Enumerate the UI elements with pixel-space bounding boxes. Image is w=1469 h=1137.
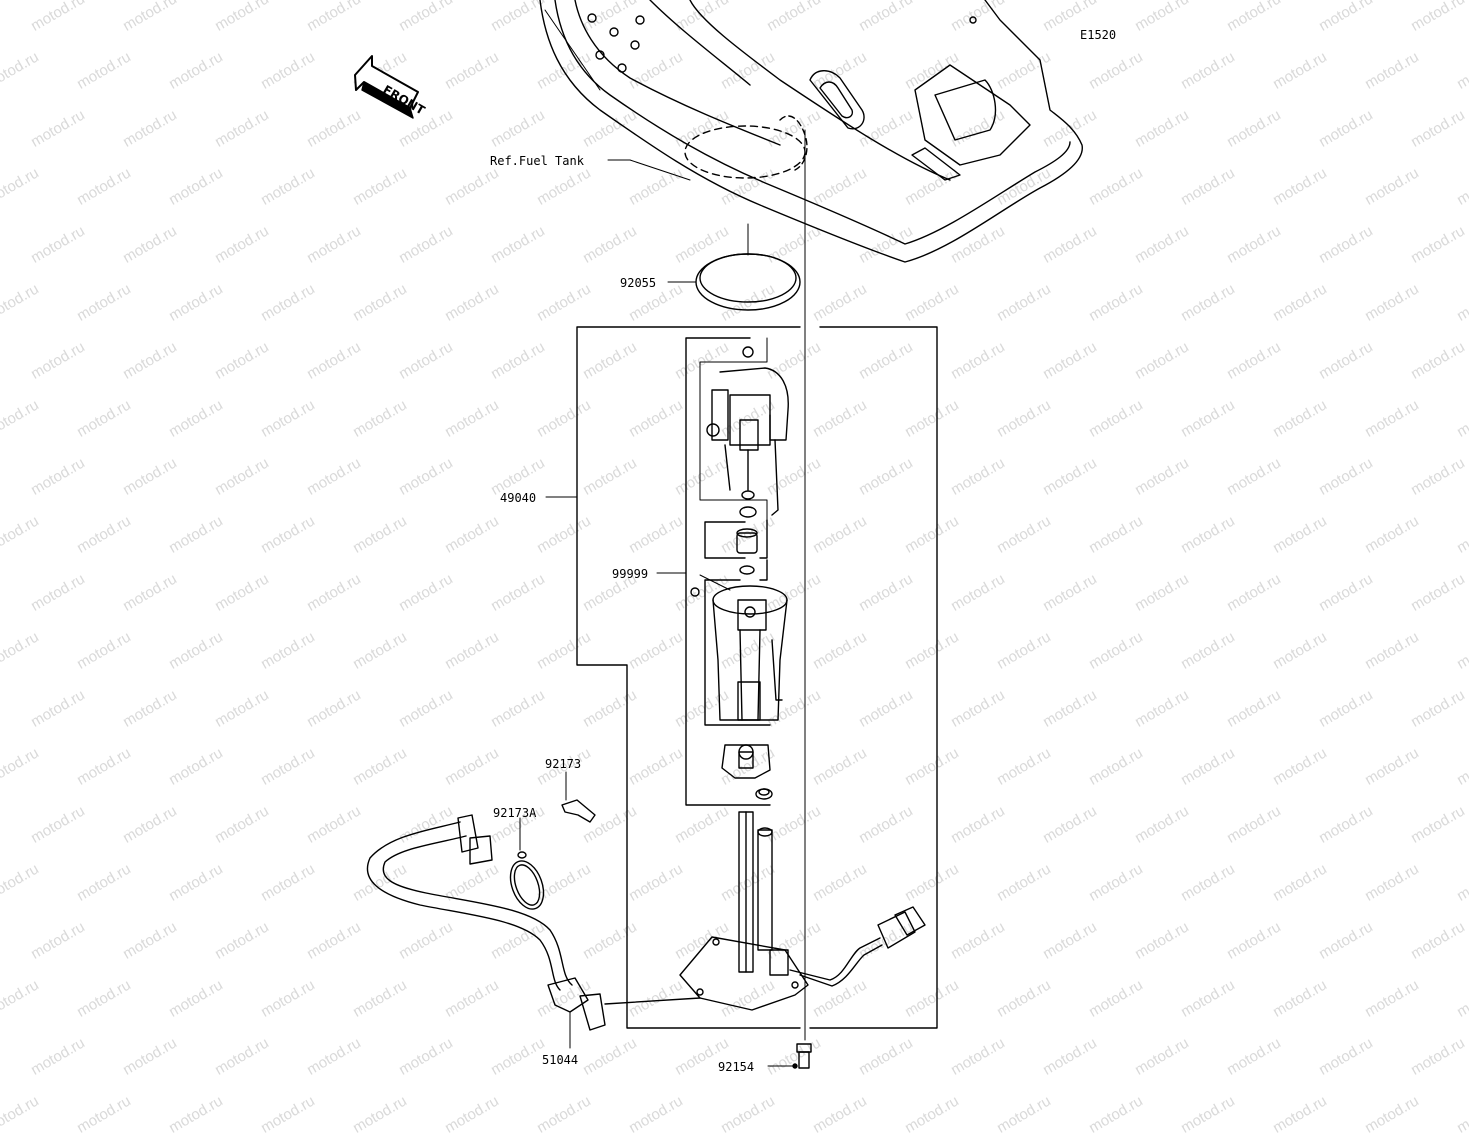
regulator-drawing bbox=[736, 528, 758, 575]
part-label-49040[interactable]: 49040 bbox=[500, 491, 537, 505]
figure-code: E1520 bbox=[1080, 28, 1117, 42]
part-label-92055[interactable]: 92055 bbox=[620, 276, 657, 290]
part-label-99999[interactable]: 99999 bbox=[612, 567, 649, 581]
level-gauge-drawing bbox=[738, 811, 773, 973]
bracket-49040 bbox=[576, 326, 801, 1029]
pump-upper-drawing bbox=[706, 346, 789, 518]
mounting-plate-drawing bbox=[604, 906, 926, 1011]
clip-92173-drawing bbox=[561, 771, 596, 823]
gasket-92055-drawing bbox=[667, 223, 801, 311]
part-label-92173A[interactable]: 92173A bbox=[493, 806, 537, 820]
front-arrow-icon: FRONT bbox=[354, 55, 428, 119]
band-92173A-drawing bbox=[509, 817, 545, 910]
part-label-51044[interactable]: 51044 bbox=[542, 1053, 579, 1067]
part-label-92154[interactable]: 92154 bbox=[718, 1060, 755, 1074]
part-label-92173[interactable]: 92173 bbox=[545, 757, 582, 771]
diagram-drawing: FRONT bbox=[354, 0, 1083, 1069]
filter-base-drawing bbox=[721, 744, 773, 800]
pump-body-drawing bbox=[690, 574, 788, 721]
bolt-92154-drawing bbox=[767, 1043, 812, 1069]
hose-51044-drawing bbox=[366, 814, 606, 1049]
bracket-99999 bbox=[685, 337, 771, 806]
ref-fuel-tank-label: Ref.Fuel Tank bbox=[490, 154, 584, 168]
fuel-tank-drawing bbox=[539, 0, 1083, 263]
